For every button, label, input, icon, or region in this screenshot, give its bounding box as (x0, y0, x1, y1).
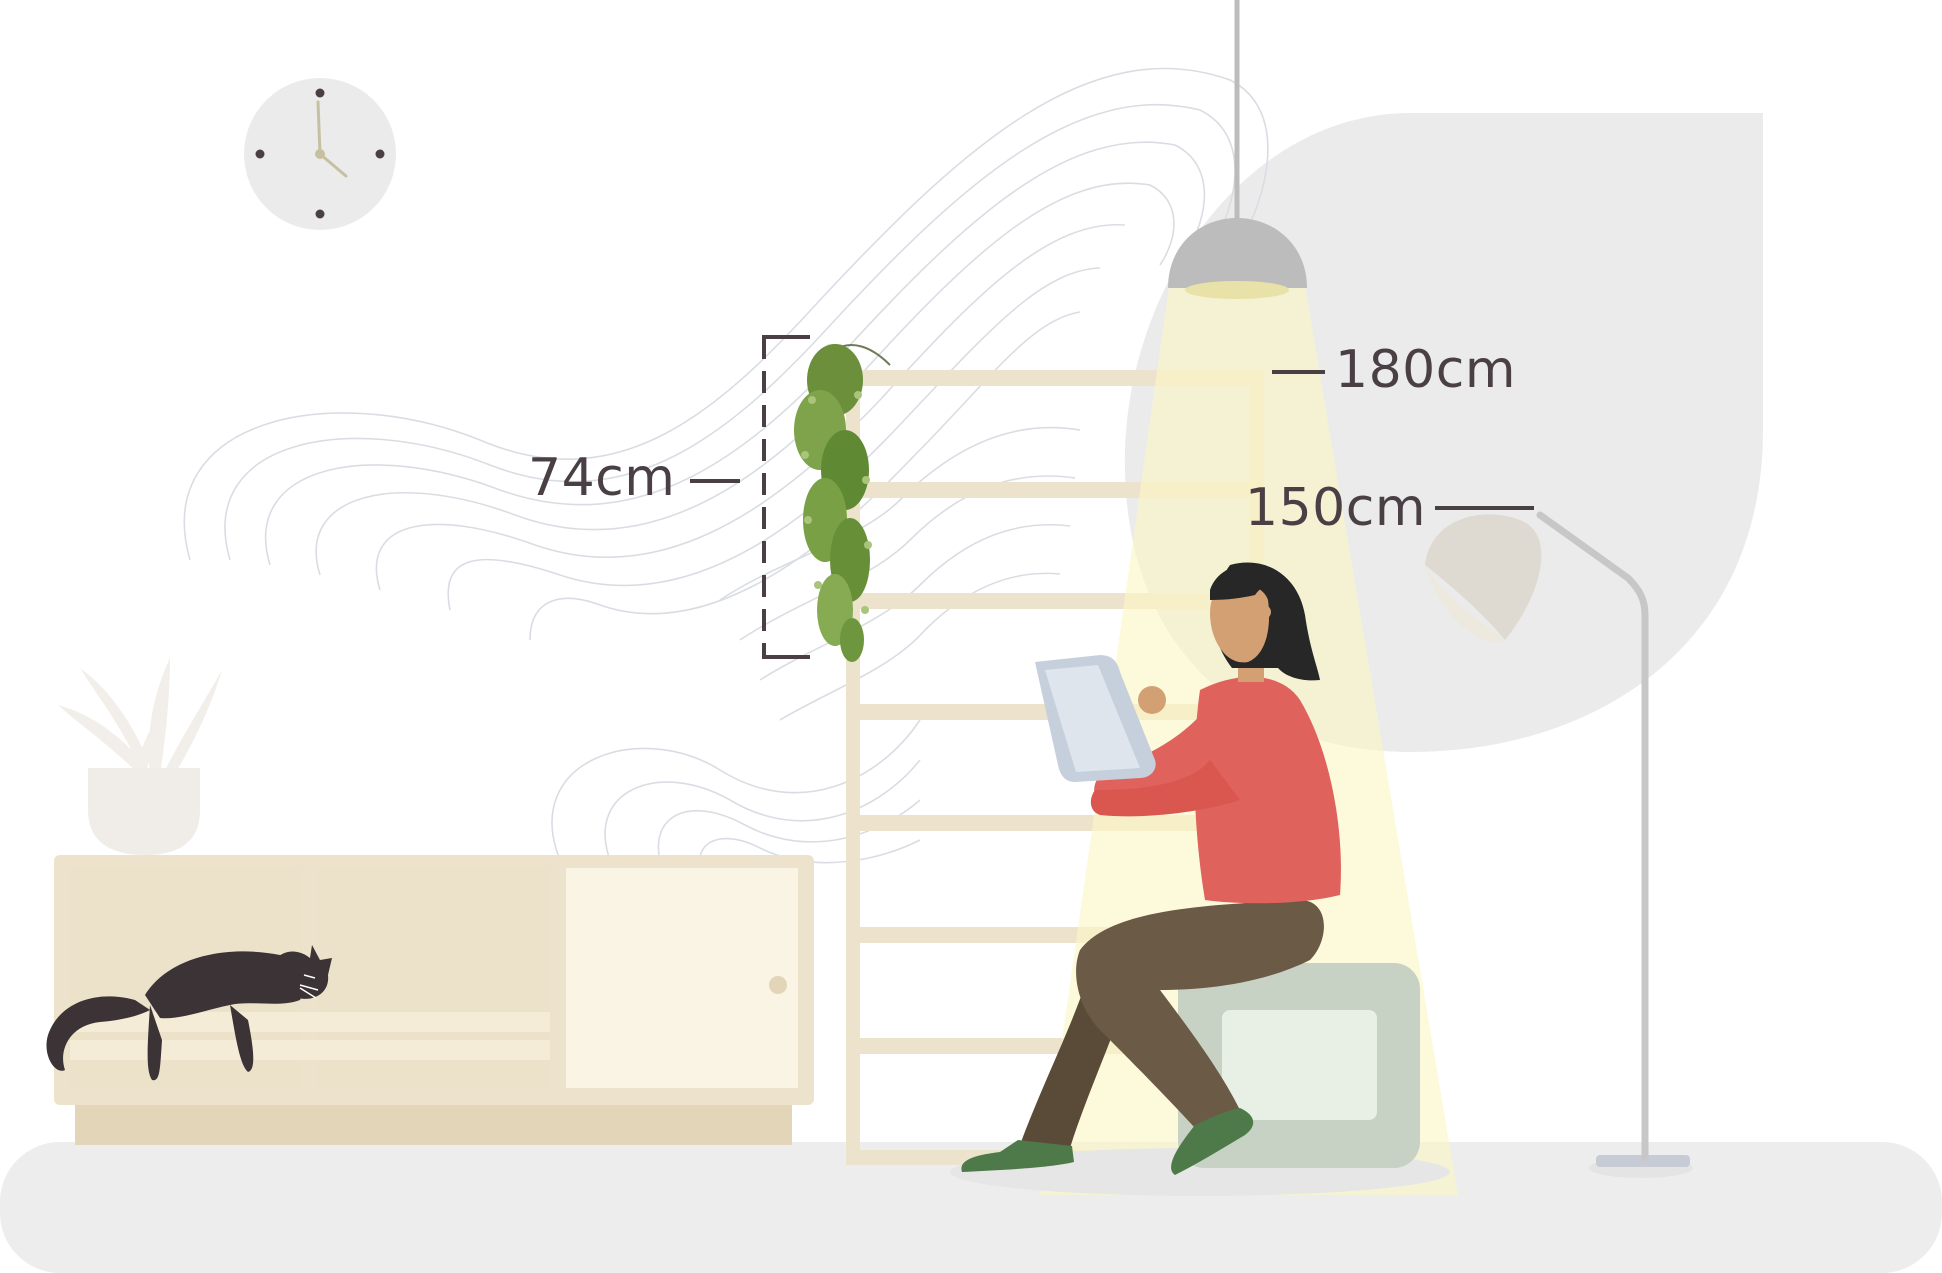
wall-clock-icon (244, 78, 396, 230)
pendant-height-label: 180cm (1335, 340, 1516, 400)
floor (0, 1142, 1942, 1273)
hanging-plant-icon (794, 344, 891, 662)
potted-plant-icon (58, 658, 222, 855)
woman-reading (961, 562, 1341, 1175)
cat-icon (46, 945, 332, 1081)
floor-lamp-height-label: 150cm (1245, 478, 1426, 538)
contour-lines (183, 67, 1269, 864)
plant-dimension-bracket (690, 335, 810, 659)
floor-lamp-icon (1425, 511, 1693, 1178)
pendant-lamp-icon (1168, 218, 1307, 299)
plant-length-label: 74cm (528, 448, 675, 508)
tablet-icon (1035, 655, 1156, 782)
